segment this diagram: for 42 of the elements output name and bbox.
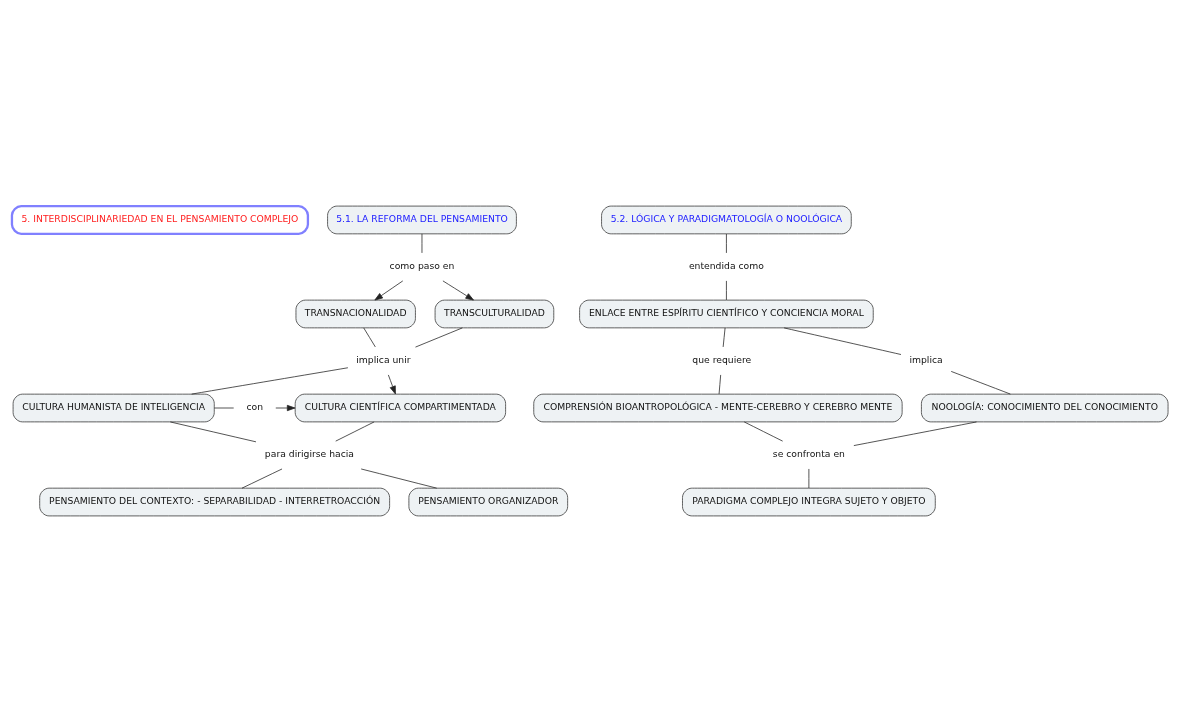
node-box: 5. INTERDISCIPLINARIEDAD EN EL PENSAMIENTO COMPLEJO [10,204,310,235]
node-box: ENLACE ENTRE ESPÍRITU CIENTÍFICO Y CONCIENCIA MORAL [579,299,874,328]
node-text: implica [909,353,943,365]
node-box: 5.1. LA REFORMA DEL PENSAMIENTO [327,205,517,234]
connector [360,468,438,489]
connector [191,366,349,394]
connector [214,407,235,408]
node-text: que requiere [692,353,752,365]
connector [743,421,784,441]
connector [241,468,283,489]
node-box: 5.2. LÓGICA Y PARADIGMATOLOGÍA O NOOLÓGICA [601,205,852,234]
connector [853,421,977,446]
node-text: para dirigirse hacia [264,447,355,459]
connector [808,468,810,488]
connector [950,370,1011,394]
node-box: TRANSCULTURALIDAD [434,299,555,328]
node-box: COMPRENSIÓN BIOANTROPOLÓGICA - MENTE-CEREBRO Y CEREBRO MENTE [533,393,903,422]
node-box: CULTURA CIENTÍFICA COMPARTIMENTADA [294,393,506,422]
connector [726,233,727,253]
node-box: CULTURA HUMANISTA DE INTELIGENCIA [12,393,215,422]
connector [783,327,902,355]
node-box: NOOLOGÍA: CONOCIMIENTO DEL CONOCIMIENTO [921,393,1169,422]
arrow [374,280,404,300]
arrow [275,404,296,411]
arrow [387,374,396,394]
node-text: se confronta en [772,447,845,459]
node-box: PENSAMIENTO DEL CONTEXTO: - SEPARABILIDAD - INTERRETROACCIÓN [39,487,390,516]
connector [363,327,376,347]
node-box: TRANSNACIONALIDAD [295,299,416,328]
connector [335,421,375,441]
connector [169,421,257,442]
node-text: entendida como [688,259,764,271]
node-box: PARADIGMA COMPLEJO INTEGRA SUJETO Y OBJETO [682,487,936,516]
connector [722,327,726,347]
node-text: con [246,400,264,412]
connector [726,280,727,300]
connector [415,327,463,347]
node-text: como paso en [389,259,455,271]
arrow [442,280,474,300]
node-box: PENSAMIENTO ORGANIZADOR [408,487,569,516]
connector [718,374,722,394]
node-text: implica unir [356,353,411,365]
